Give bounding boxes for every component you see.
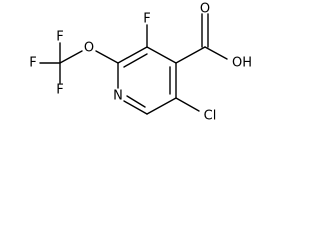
bond-c6-n-inner (126, 95, 146, 108)
bond-cooh-oh (204, 46, 228, 60)
atom-f-cf3-bottom: F (56, 83, 63, 98)
atom-f-cf3-left: F (29, 56, 36, 71)
bond-c2-c3 (117, 46, 148, 64)
atom-f-ring: F (143, 12, 150, 27)
bond-c5-c6 (146, 97, 177, 115)
bonds (39, 13, 228, 115)
bond-o-cf3 (59, 50, 83, 64)
atom-labels: F O OH O F F F N Cl (29, 2, 252, 124)
atom-o-carbonyl: O (200, 2, 210, 17)
bond-c6-n (123, 100, 148, 115)
bond-c5-cl (175, 97, 200, 112)
bond-c2-o (95, 50, 119, 64)
bond-c4-cooh (175, 46, 206, 64)
atom-o-ether: O (84, 41, 94, 56)
bond-c2-c3-inner (123, 53, 148, 68)
molecule-structure: F O OH O F F F N Cl (29, 2, 252, 124)
bond-c3-c4 (146, 46, 177, 64)
atom-n-ring: N (113, 89, 123, 104)
atom-f-cf3-top: F (56, 30, 63, 45)
atom-cl: Cl (204, 109, 217, 124)
atom-oh: OH (232, 56, 252, 71)
